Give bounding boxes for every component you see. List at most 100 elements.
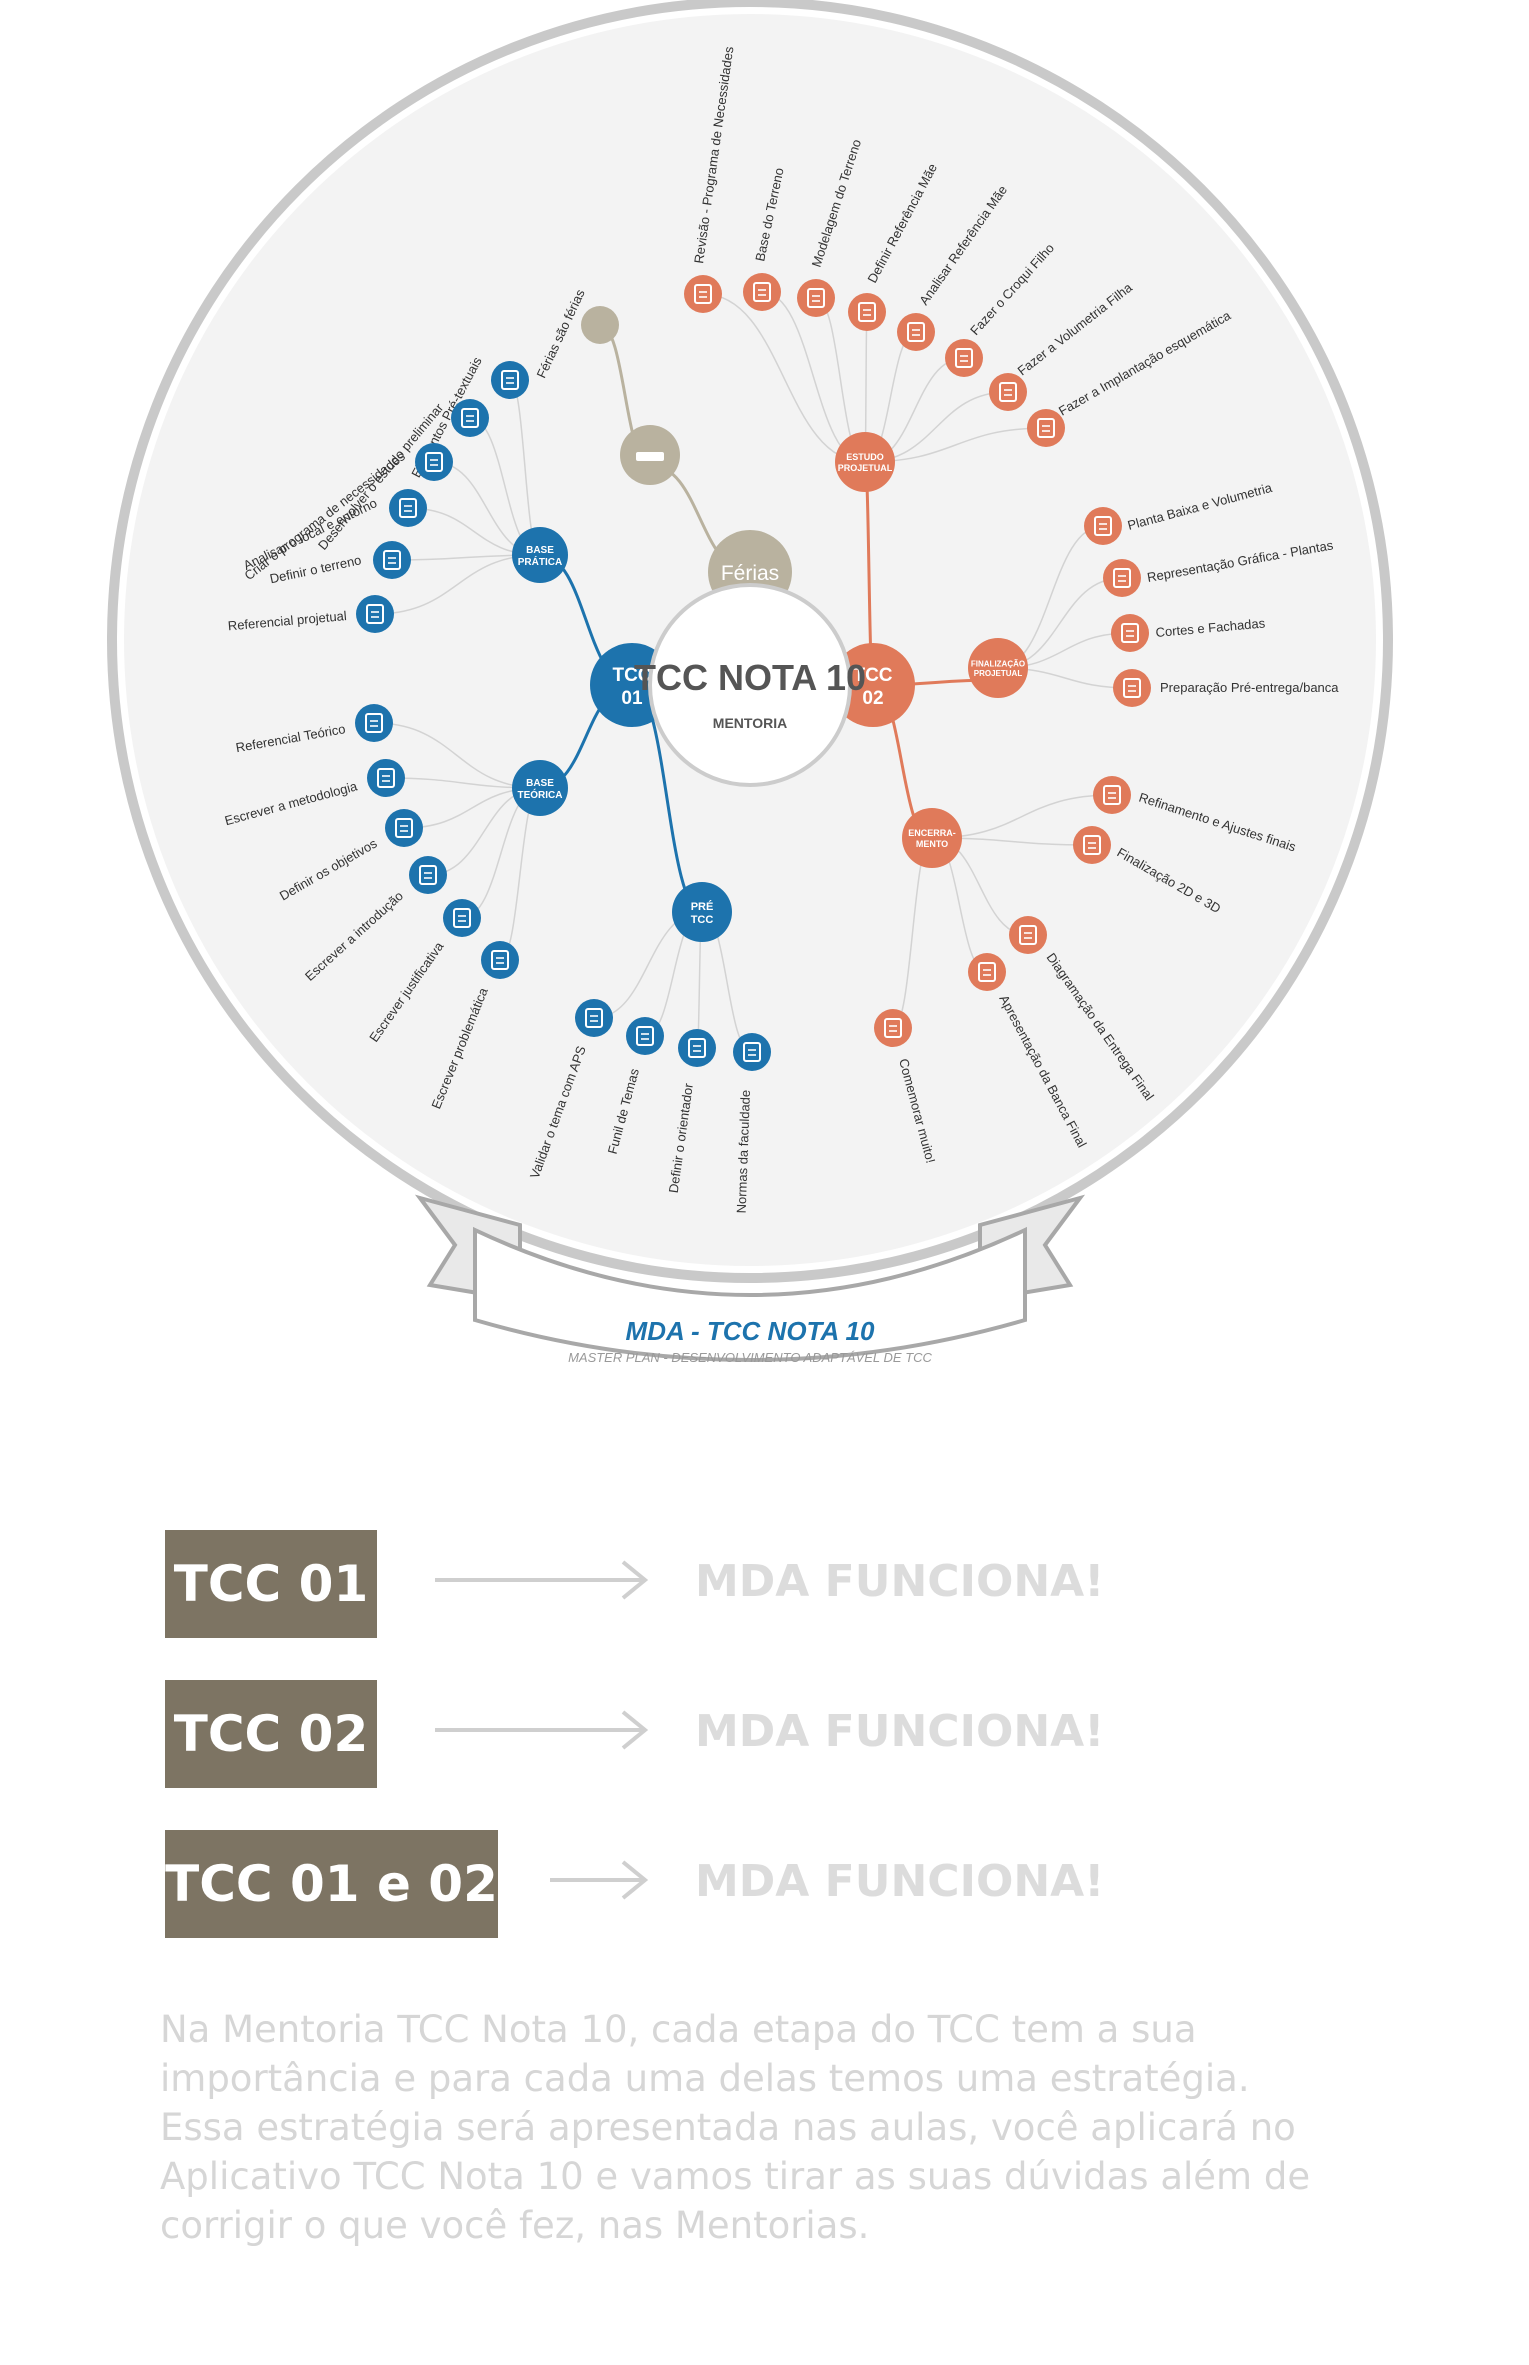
ribbon-body: [473, 1226, 1027, 1362]
estudo-projetual-hub-label: PROJETUAL: [838, 463, 893, 473]
document-icon: [383, 550, 401, 570]
banner-title: MDA - TCC NOTA 10: [626, 1316, 875, 1346]
row-box-tcc02: TCC 02: [165, 1680, 377, 1788]
arrow-right-icon: [435, 1560, 649, 1600]
document-icon: [491, 950, 509, 970]
step-icon: [367, 759, 405, 797]
step-icon: [1027, 409, 1065, 447]
tcc01-hub-label: 01: [621, 688, 643, 709]
arrow-right-icon: [435, 1710, 649, 1750]
paragraph-line-2: Essa estratégia será apresentada nas aul…: [160, 2106, 1311, 2247]
step-icon: [1073, 826, 1111, 864]
step-icon: [797, 279, 835, 317]
document-icon: [366, 604, 384, 624]
step-icon: [1113, 669, 1151, 707]
step-icon: [451, 399, 489, 437]
document-icon: [999, 382, 1017, 402]
beach-icon: [581, 306, 619, 344]
step-icon: [678, 1029, 716, 1067]
step-icon: [968, 953, 1006, 991]
base-pratica-hub-label: PRÁTICA: [518, 555, 562, 568]
document-icon: [425, 452, 443, 472]
row-result-tcc01: MDA FUNCIONA!: [695, 1556, 1105, 1607]
step-label: Preparação Pré-entrega/banca: [1160, 680, 1339, 695]
document-icon: [419, 865, 437, 885]
pre-tcc-hub: [672, 882, 732, 942]
document-icon: [501, 370, 519, 390]
document-icon: [753, 282, 771, 302]
step-icon: [1103, 559, 1141, 597]
document-icon: [1103, 785, 1121, 805]
tcc01-hub-label: TCC: [612, 665, 651, 686]
document-icon: [461, 408, 479, 428]
step-icon: [389, 489, 427, 527]
row-box-tcc01-02: TCC 01 e 02: [165, 1830, 498, 1938]
step-icon: [1084, 507, 1122, 545]
arrow-right-icon: [550, 1860, 649, 1900]
document-icon: [858, 302, 876, 322]
center-logo-subtitle: MENTORIA: [713, 715, 787, 731]
document-icon: [365, 713, 383, 733]
bed-icon-shape: [636, 452, 664, 461]
document-icon: [907, 322, 925, 342]
encerramento-hub-label: ENCERRA-: [908, 828, 956, 838]
finalizacao-hub: [968, 638, 1028, 698]
step-icon: [733, 1033, 771, 1071]
base-teorica-hub-label: TEÓRICA: [518, 788, 563, 801]
row-box-tcc01: TCC 01: [165, 1530, 377, 1638]
step-icon: [409, 856, 447, 894]
step-icon: [848, 293, 886, 331]
document-icon: [694, 284, 712, 304]
step-icon: [626, 1017, 664, 1055]
document-icon: [1121, 623, 1139, 643]
base-pratica-hub: [512, 527, 568, 583]
base-pratica-hub-label: BASE: [526, 545, 554, 556]
document-icon: [743, 1042, 761, 1062]
step-icon: [491, 361, 529, 399]
step-icon: [897, 313, 935, 351]
tcc02-hub-label: TCC: [853, 665, 892, 686]
base-teorica-hub: [512, 760, 568, 816]
step-icon: [1093, 776, 1131, 814]
step-icon: [575, 999, 613, 1037]
step-icon: [874, 1009, 912, 1047]
paragraph-line-1: Na Mentoria TCC Nota 10, cada etapa do T…: [160, 2008, 1250, 2100]
document-icon: [688, 1038, 706, 1058]
pre-tcc-hub-label: TCC: [691, 914, 714, 926]
document-icon: [1094, 516, 1112, 536]
document-icon: [1123, 678, 1141, 698]
step-icon: [1111, 614, 1149, 652]
document-icon: [636, 1026, 654, 1046]
pre-tcc-hub-label: PRÉ: [691, 900, 714, 913]
document-icon: [807, 288, 825, 308]
row-result-tcc02: MDA FUNCIONA!: [695, 1706, 1105, 1757]
document-icon: [399, 498, 417, 518]
document-icon: [585, 1008, 603, 1028]
tcc02-hub: [831, 643, 915, 727]
finalizacao-hub-label: PROJETUAL: [974, 669, 1023, 678]
center-logo-title: TCC NOTA 10: [634, 657, 866, 698]
document-icon: [978, 962, 996, 982]
document-icon: [1113, 568, 1131, 588]
document-icon: [884, 1018, 902, 1038]
base-teorica-hub-label: BASE: [526, 778, 554, 789]
document-icon: [1083, 835, 1101, 855]
step-icon: [743, 273, 781, 311]
document-icon: [955, 348, 973, 368]
step-icon: [684, 275, 722, 313]
step-icon: [385, 809, 423, 847]
estudo-projetual-hub: [835, 432, 895, 492]
ribbon-banner: MDA - TCC NOTA 10 MASTER PLAN - DESENVOL…: [414, 1194, 1086, 1365]
document-icon: [395, 818, 413, 838]
document-icon: [453, 908, 471, 928]
document-icon: [1019, 925, 1037, 945]
step-icon: [355, 704, 393, 742]
center-logo-ring: [648, 583, 852, 787]
step-icon: [373, 541, 411, 579]
finalizacao-hub-label: FINALIZAÇÃO: [971, 659, 1025, 668]
step-icon: [1009, 916, 1047, 954]
step-icon: [481, 941, 519, 979]
banner-subtitle: MASTER PLAN - DESENVOLVIMENTO ADAPTÁVEL …: [568, 1350, 932, 1365]
encerramento-hub: [902, 808, 962, 868]
